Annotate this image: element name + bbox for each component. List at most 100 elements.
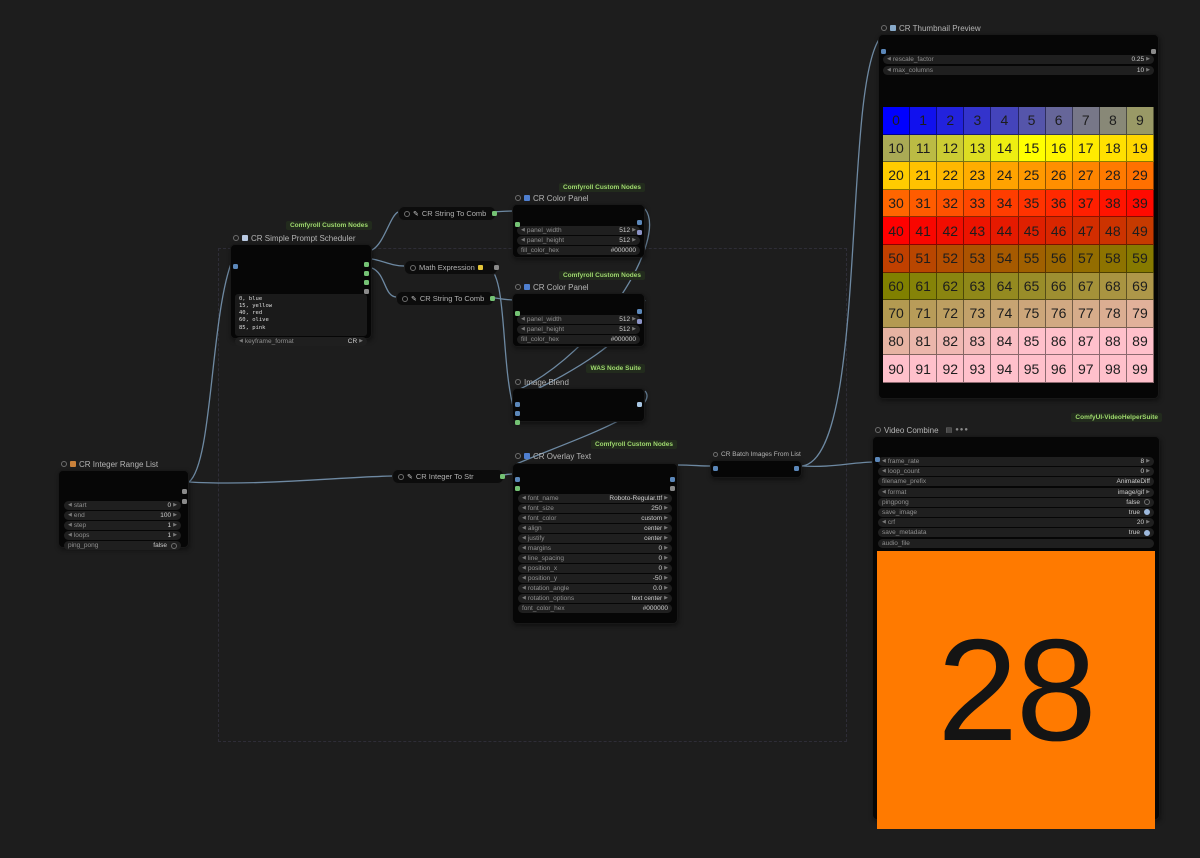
toggle-dot-icon[interactable] [1144,529,1150,536]
collapse-toggle[interactable] [404,210,410,217]
decrement-arrow-icon[interactable]: ◀ [882,468,886,475]
input-slot-images[interactable] [875,457,880,462]
output-slot-image[interactable] [637,220,642,225]
widget-audio_file[interactable]: audio_file [878,538,1154,548]
node-title-bar[interactable]: CR Batch Images From List [710,449,802,460]
output-slot[interactable] [494,265,499,270]
node-title-bar[interactable]: CR Thumbnail Preview [878,22,1159,34]
output-slot[interactable] [490,296,495,301]
increment-arrow-icon[interactable]: ▶ [173,512,177,518]
output-slot-show-help[interactable] [364,289,369,294]
increment-arrow-icon[interactable]: ▶ [664,545,668,551]
collapse-toggle[interactable] [61,461,67,467]
node-body[interactable] [512,388,645,425]
output-slot-show-help[interactable] [637,230,642,235]
node-batch-images[interactable]: CR Batch Images From List [710,449,802,478]
increment-arrow-icon[interactable]: ▶ [664,575,668,581]
decrement-arrow-icon[interactable]: ◀ [239,338,243,344]
decrement-arrow-icon[interactable]: ◀ [68,502,72,508]
increment-arrow-icon[interactable]: ▶ [664,515,668,521]
input-slot-fill-color[interactable] [515,311,520,316]
input-slot-current-frame[interactable] [233,264,238,269]
decrement-arrow-icon[interactable]: ◀ [522,575,526,581]
node-image-blend[interactable]: Image Blend [512,376,645,425]
collapse-toggle[interactable] [515,379,521,385]
decrement-arrow-icon[interactable]: ◀ [522,585,526,591]
decrement-arrow-icon[interactable]: ◀ [521,316,525,322]
node-body[interactable]: 0, blue 15, yellow 40, red 60, olive 85,… [230,244,372,346]
decrement-arrow-icon[interactable]: ◀ [522,595,526,601]
increment-arrow-icon[interactable]: ▶ [1146,67,1150,73]
output-slot-current-prompt[interactable] [364,262,369,267]
decrement-arrow-icon[interactable]: ◀ [522,505,526,511]
decrement-arrow-icon[interactable]: ◀ [522,535,526,541]
menu-dots-icon[interactable]: ●●● [955,427,970,433]
increment-arrow-icon[interactable]: ▶ [359,338,363,344]
decrement-arrow-icon[interactable]: ◀ [68,522,72,528]
decrement-arrow-icon[interactable]: ◀ [887,56,891,62]
collapse-toggle[interactable] [233,235,239,241]
preview-mode-icon[interactable]: ▤ [945,427,953,434]
decrement-arrow-icon[interactable]: ◀ [521,237,525,243]
decrement-arrow-icon[interactable]: ◀ [887,67,891,73]
increment-arrow-icon[interactable]: ▶ [664,565,668,571]
widget-font_color_hex[interactable]: font_color_hex#000000 [518,604,672,613]
input-slot-image[interactable] [515,477,520,482]
toggle-dot-icon[interactable] [1144,509,1150,516]
collapse-toggle[interactable] [713,452,718,457]
node-math-expression[interactable]: Math Expression [404,260,499,275]
increment-arrow-icon[interactable]: ▶ [1146,468,1150,475]
input-slot-image-list[interactable] [713,466,718,471]
toggle-dot-icon[interactable] [1144,499,1150,506]
node-string-to-comb-2[interactable]: ✎ CR String To Comb [396,291,495,306]
node-title-bar[interactable]: CR Color Panel [512,281,645,293]
collapse-toggle[interactable] [515,195,521,201]
node-title-bar[interactable]: CR Simple Prompt Scheduler [230,232,372,244]
decrement-arrow-icon[interactable]: ◀ [521,227,525,233]
input-slot-image-a[interactable] [515,402,520,407]
collapse-toggle[interactable] [881,25,887,31]
collapse-toggle[interactable] [515,453,521,459]
output-slot-weight[interactable] [364,280,369,285]
output-slot-image-batch[interactable] [794,466,799,471]
output-slot-int[interactable] [182,489,187,494]
output-slot-image[interactable] [670,477,675,482]
collapse-toggle[interactable] [398,473,404,480]
toggle-dot-icon[interactable] [171,542,177,549]
increment-arrow-icon[interactable]: ▶ [1146,56,1150,62]
decrement-arrow-icon[interactable]: ◀ [68,532,72,538]
output-slot-show-help[interactable] [1151,49,1156,54]
node-prompt-scheduler[interactable]: CR Simple Prompt Scheduler 0, blue 15, y… [230,232,372,346]
increment-arrow-icon[interactable]: ▶ [1146,458,1150,464]
widget-position_y[interactable]: ◀position_y-50▶ [518,574,672,583]
decrement-arrow-icon[interactable]: ◀ [882,488,886,495]
output-slot-image[interactable] [637,402,642,407]
input-slot-blend-percentage[interactable] [515,420,520,425]
decrement-arrow-icon[interactable]: ◀ [522,525,526,531]
increment-arrow-icon[interactable]: ▶ [1146,488,1150,495]
